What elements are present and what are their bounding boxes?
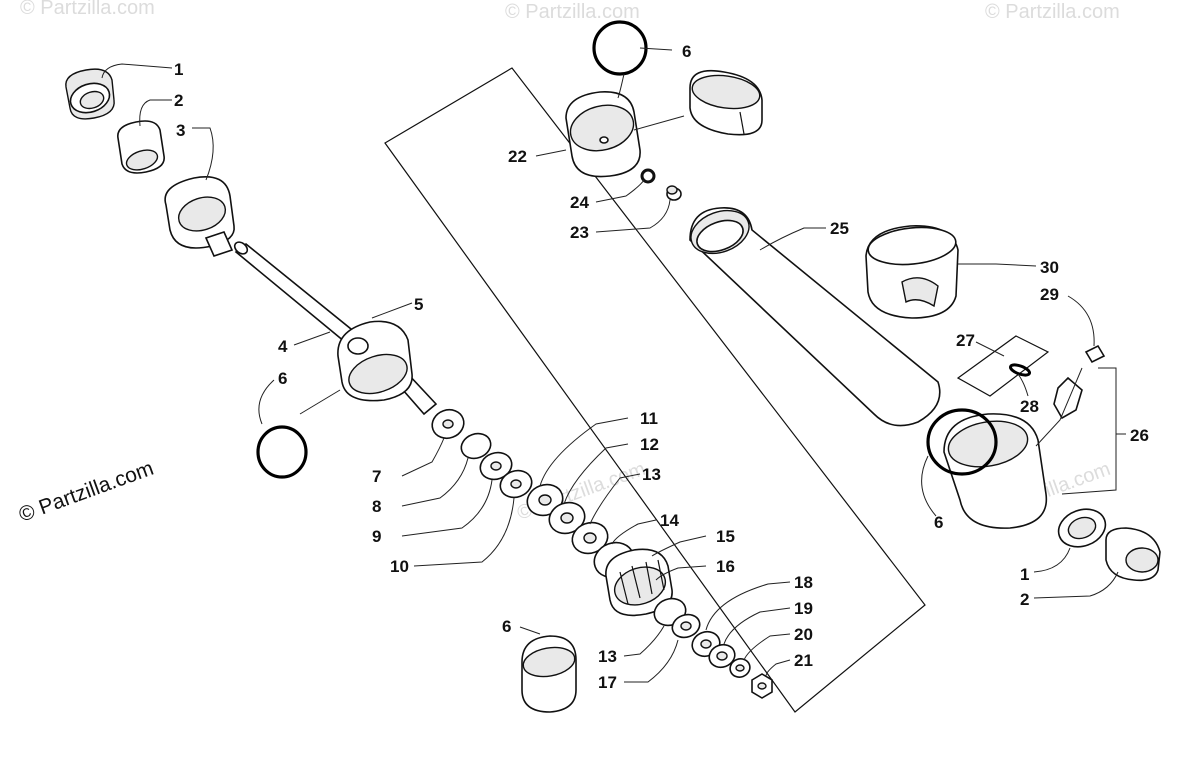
part-13-shim: [571, 521, 609, 555]
callout-13: 13: [642, 465, 661, 484]
callout-6-lower: 6: [502, 617, 511, 636]
part-2-sleeve-right: [1105, 527, 1161, 582]
part-21-nut: [751, 673, 773, 699]
callout-17: 17: [598, 673, 617, 692]
part-6-o-ring: [256, 425, 308, 479]
part-25-cylinder: [689, 207, 941, 427]
callout-28: 28: [1020, 397, 1039, 416]
part-5-shaft-body: [337, 320, 413, 402]
callout-15: 15: [716, 527, 735, 546]
part-20-washer: [729, 658, 751, 678]
callout-7: 7: [372, 467, 381, 486]
callout-6: 6: [278, 369, 287, 388]
part-1-bushing: [65, 68, 115, 120]
watermark-text: © Partzilla.com: [985, 1, 1120, 23]
part-8-shim: [460, 432, 492, 460]
part-27-valve-frame: [956, 335, 1050, 397]
part-23-valve-plug: [666, 185, 682, 201]
part-12-shim: [548, 501, 586, 535]
part-6-o-ring-top: [592, 20, 648, 76]
part-29-cap: [1084, 344, 1106, 364]
part-10-shim: [499, 469, 533, 499]
part-26-valve-body: [1053, 376, 1083, 420]
callout-19: 19: [794, 599, 813, 618]
part-1-bushing-right: [1057, 508, 1107, 548]
callout-3: 3: [176, 121, 185, 140]
leader-lines: [101, 47, 1126, 683]
callout-9: 9: [372, 527, 381, 546]
callout-1: 1: [174, 60, 183, 79]
part-6-band-top: [689, 69, 763, 136]
callout-4: 4: [278, 337, 288, 356]
callout-21: 21: [794, 651, 813, 670]
watermark-text: © Partzilla.com: [20, 0, 155, 19]
callout-6-top: 6: [682, 42, 691, 61]
part-28-o-ring-small: [1009, 363, 1031, 377]
callout-26: 26: [1130, 426, 1149, 445]
callout-11: 11: [640, 409, 658, 428]
piston-assembly-frame: [384, 67, 926, 713]
callout-24: 24: [570, 193, 589, 212]
part-6-piston-band: [521, 635, 577, 713]
part-30-label-sleeve: [865, 225, 959, 319]
callout-1-right: 1: [1020, 565, 1029, 584]
callout-2: 2: [174, 91, 183, 110]
part-24-snap-ring: [640, 168, 656, 184]
callout-12: 12: [640, 435, 659, 454]
part-17-shim: [671, 613, 701, 639]
part-9-shim: [479, 451, 513, 481]
callout-27: 27: [956, 331, 975, 350]
part-6-o-ring-right: [926, 408, 998, 476]
callout-16: 16: [716, 557, 735, 576]
callout-18: 18: [794, 573, 813, 592]
part-19-shim: [708, 643, 736, 669]
callout-10: 10: [390, 557, 409, 576]
callout-labels: 1 2 3 4 5 6 7 8 9 10 11 12 13 14 15 16 6…: [174, 42, 1149, 692]
watermark-text: © Partzilla.com: [505, 1, 640, 23]
part-11-shim: [526, 483, 564, 517]
part-7-washer: [431, 408, 465, 440]
part-26-reservoir-body: [943, 413, 1048, 529]
callout-20: 20: [794, 625, 813, 644]
callout-25: 25: [830, 219, 849, 238]
part-3-eye: [164, 176, 235, 257]
callout-8: 8: [372, 497, 381, 516]
callout-30: 30: [1040, 258, 1059, 277]
part-15-piston: [605, 548, 673, 617]
callout-14: 14: [660, 511, 679, 530]
callout-23: 23: [570, 223, 589, 242]
callout-6-right: 6: [934, 513, 943, 532]
partzilla-brand-mark: © Partzilla.com: [16, 457, 157, 527]
callout-22: 22: [508, 147, 527, 166]
callout-2-right: 2: [1020, 590, 1029, 609]
part-2-sleeve: [117, 120, 165, 174]
callout-5: 5: [414, 295, 423, 314]
callout-13-lower: 13: [598, 647, 617, 666]
callout-29: 29: [1040, 285, 1059, 304]
part-22-seal-head: [565, 91, 641, 178]
